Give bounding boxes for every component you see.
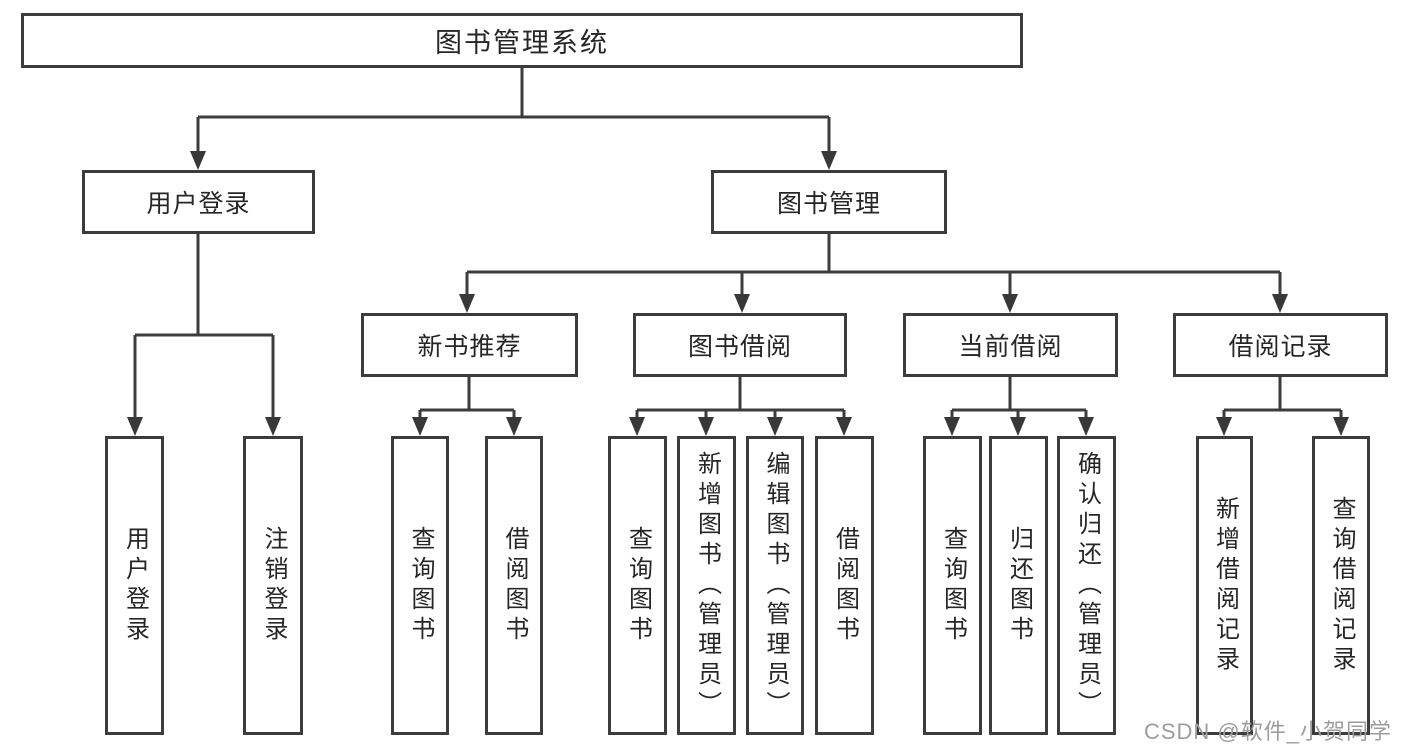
arrow-icon: [629, 417, 645, 436]
connector-bookmgmt-to-level2: [465, 234, 1282, 301]
arrow-icon: [127, 417, 143, 436]
connector-current-to-leaves: [950, 377, 1088, 424]
node-book-management: 图书管理: [711, 170, 947, 234]
leaf-label: 注销登录: [260, 525, 287, 646]
leaf-label: 新增借阅记录: [1211, 495, 1239, 676]
arrow-icon: [1002, 294, 1018, 313]
leaf-borrow-edit-books-admin: 编辑图书（管理员）: [746, 436, 804, 735]
leaf-current-confirm-return-admin: 确认归还（管理员）: [1057, 436, 1116, 735]
leaf-borrow-add-books-admin: 新增图书（管理员）: [677, 436, 736, 735]
connector-login-to-leaves: [133, 234, 275, 424]
leaf-newbook-borrow-books: 借阅图书: [485, 436, 543, 735]
leaf-label: 新增图书（管理员）: [693, 450, 721, 721]
leaf-label: 查询图书: [407, 525, 434, 646]
arrow-icon: [1216, 417, 1232, 436]
node-new-book-recommend: 新书推荐: [361, 313, 578, 377]
arrow-icon: [734, 294, 750, 313]
leaf-current-return-books: 归还图书: [989, 436, 1048, 735]
arrow-icon: [767, 417, 783, 436]
arrow-icon: [836, 417, 852, 436]
node-current-borrowing: 当前借阅: [903, 313, 1118, 377]
leaf-label: 查询图书: [939, 525, 967, 646]
leaf-label: 编辑图书（管理员）: [762, 450, 789, 721]
connector-root-to-level1: [196, 68, 831, 158]
arrow-icon: [1078, 417, 1094, 436]
arrow-icon: [190, 151, 206, 170]
leaf-records-query-record: 查询借阅记录: [1312, 436, 1370, 735]
leaf-label: 用户登录: [121, 525, 149, 646]
leaf-label: 查询图书: [624, 525, 652, 646]
leaf-newbook-query-books: 查询图书: [391, 436, 449, 735]
arrow-icon: [1272, 294, 1288, 313]
connector-borrow-to-leaves: [635, 377, 846, 424]
connector-newbook-to-leaves: [418, 377, 516, 424]
leaf-logout-login: 注销登录: [243, 436, 303, 735]
arrow-icon: [698, 417, 714, 436]
leaf-borrow-query-books: 查询图书: [608, 436, 667, 735]
arrow-icon: [506, 417, 522, 436]
leaf-label: 确认归还（管理员）: [1073, 450, 1101, 721]
node-book-borrowing: 图书借阅: [633, 313, 847, 377]
arrow-icon: [1010, 417, 1026, 436]
csdn-watermark: CSDN @软件_小贺同学: [1143, 719, 1392, 744]
connector-records-to-leaves: [1222, 377, 1343, 424]
arrow-icon: [821, 151, 837, 170]
arrow-icon: [1333, 417, 1349, 436]
leaf-current-query-books: 查询图书: [923, 436, 982, 735]
leaf-label: 借阅图书: [831, 525, 859, 646]
node-library-system: 图书管理系统: [21, 13, 1023, 68]
arrow-icon: [412, 417, 428, 436]
leaf-borrow-borrow-books: 借阅图书: [815, 436, 874, 735]
leaf-label: 归还图书: [1005, 525, 1033, 646]
arrow-icon: [944, 417, 960, 436]
arrow-icon: [265, 417, 281, 436]
arrow-icon: [459, 294, 475, 313]
leaf-label: 查询借阅记录: [1328, 495, 1355, 676]
node-borrowing-records: 借阅记录: [1173, 313, 1388, 377]
leaf-user-login: 用户登录: [105, 436, 164, 735]
node-user-login: 用户登录: [82, 170, 315, 234]
leaf-records-add-record: 新增借阅记录: [1196, 436, 1253, 735]
leaf-label: 借阅图书: [501, 525, 528, 646]
arrowheads: [127, 151, 1349, 436]
